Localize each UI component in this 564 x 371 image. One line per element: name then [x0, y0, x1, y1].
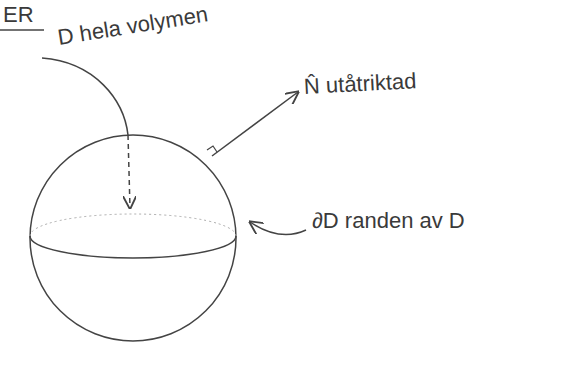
boundary-label: ∂D randen av D — [312, 208, 465, 234]
volume-label: D hela volymen — [56, 1, 210, 51]
boundary-leader — [250, 222, 306, 235]
equator-front — [30, 236, 236, 258]
title-underline — [0, 29, 44, 31]
volume-leader-inside — [128, 135, 130, 208]
equator-back — [30, 214, 236, 236]
normal-label: N̂ utåtriktad — [303, 68, 417, 100]
volume-leader — [42, 58, 128, 135]
normal-vector — [212, 92, 298, 156]
heading-fragment: ER — [3, 2, 34, 28]
sphere-outline — [30, 135, 236, 341]
right-angle-mark — [207, 146, 217, 152]
